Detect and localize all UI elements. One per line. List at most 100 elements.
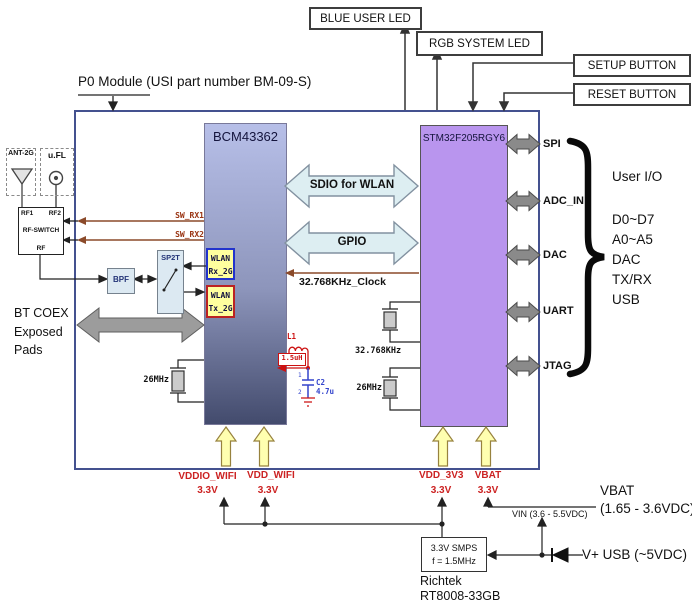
ufl-label: u.FL bbox=[48, 150, 66, 160]
stm32-title: STM32F205RGY6 bbox=[422, 133, 506, 144]
blue-user-led-label: BLUE USER LED bbox=[320, 12, 411, 25]
jtag-arrow bbox=[505, 355, 541, 377]
user-io-line5: USB bbox=[612, 292, 640, 307]
rgb-system-led-label: RGB SYSTEM LED bbox=[429, 37, 530, 50]
regulator-part-label: RT8008-33GB bbox=[420, 589, 501, 603]
adc-in-label: ADC_IN bbox=[543, 195, 584, 207]
rf-pin-label: RF bbox=[36, 245, 46, 252]
vddio-wifi-voltage: 3.3V bbox=[197, 485, 218, 496]
blue-user-led-wire bbox=[399, 22, 411, 110]
rf-switch-box: RF1 RF2 RF-SWITCH RF bbox=[18, 207, 64, 255]
mcu-32khz-label: 32.768KHz bbox=[355, 346, 402, 356]
bt-coex-arrow bbox=[76, 306, 205, 344]
ant-2g-box: ANT-2G bbox=[6, 148, 36, 196]
adc-in-arrow bbox=[505, 190, 541, 212]
user-io-list: D0~D7 A0~A5 DAC TX/RX USB bbox=[612, 210, 654, 310]
wlan-tx-line2: Tx_2G bbox=[208, 304, 233, 313]
mcu-32khz-crystal bbox=[382, 301, 420, 343]
gpio-bus-label: GPIO bbox=[337, 236, 367, 248]
user-io-line1: D0~D7 bbox=[612, 212, 655, 227]
setup-button-label: SETUP BUTTON bbox=[587, 59, 677, 72]
vbat-range-label: (1.65 - 3.6VDC) bbox=[600, 501, 692, 516]
bcm43362-title: BCM43362 bbox=[212, 129, 279, 144]
c2-label: C2 bbox=[316, 378, 326, 387]
vddio-wifi-label: VDDIO_WIFI bbox=[178, 471, 237, 482]
c2-pin2-label: 2 bbox=[298, 389, 302, 396]
jtag-label: JTAG bbox=[543, 360, 572, 372]
rf-to-bpf-wire bbox=[39, 253, 109, 284]
vdd-wifi-voltage: 3.3V bbox=[257, 485, 279, 496]
sw-rx2-label: SW_RX2 bbox=[175, 230, 204, 239]
wifi-26mhz-crystal bbox=[170, 359, 204, 403]
smps-box: 3.3V SMPS f = 1.5MHz bbox=[421, 537, 487, 572]
wlan-rx-line1: WLAN bbox=[210, 254, 231, 263]
bpf-box: BPF bbox=[107, 268, 135, 294]
regulator-brand-label: Richtek bbox=[420, 574, 462, 588]
sw-rx1-label: SW_RX1 bbox=[175, 211, 204, 220]
dac-label: DAC bbox=[543, 249, 567, 261]
ufl-box: u.FL bbox=[40, 148, 74, 196]
vdd-wifi-arrow bbox=[252, 425, 276, 467]
bt-coex-label: BT COEX Exposed Pads bbox=[14, 304, 69, 360]
sp2t-to-wlan-tx-wire bbox=[182, 287, 206, 297]
gpio-bus-arrow bbox=[283, 220, 420, 266]
wifi-26mhz-label: 26MHz bbox=[143, 375, 169, 385]
diagram-title: P0 Module (USI part number BM-09-S) bbox=[78, 74, 312, 89]
ant-2g-label: ANT-2G bbox=[8, 150, 34, 157]
stm32-block: STM32F205RGY6 bbox=[420, 125, 508, 427]
user-io-title: User I/O bbox=[612, 169, 663, 184]
uart-arrow bbox=[505, 301, 541, 323]
vdd-3v3-arrow bbox=[431, 425, 455, 467]
smps-line1: 3.3V SMPS bbox=[430, 543, 478, 553]
rf2-pin-label: RF2 bbox=[48, 210, 61, 217]
spi-label: SPI bbox=[543, 138, 561, 150]
vbat-label: VBAT bbox=[474, 470, 502, 481]
l1-value-label: 1.5uH bbox=[278, 353, 306, 366]
p0-module-outline bbox=[74, 110, 540, 470]
capacitor-c2-icon bbox=[302, 368, 314, 398]
diode-icon bbox=[551, 547, 569, 563]
mcu-26mhz-crystal bbox=[382, 367, 420, 411]
user-io-line3: DAC bbox=[612, 252, 641, 267]
ground-icon bbox=[301, 397, 315, 407]
spi-arrow bbox=[505, 133, 541, 155]
blue-user-led-box: BLUE USER LED bbox=[309, 7, 422, 30]
sp2t-switch-icon bbox=[162, 268, 178, 292]
sdio-bus-label: SDIO for WLAN bbox=[309, 179, 395, 191]
user-io-line2: A0~A5 bbox=[612, 232, 653, 247]
uart-label: UART bbox=[543, 305, 574, 317]
sdio-bus-arrow bbox=[283, 163, 420, 209]
inductor-l1-icon bbox=[277, 346, 310, 372]
sp2t-to-wlan-rx-wire bbox=[181, 261, 206, 271]
vdd-3v3-voltage: 3.3V bbox=[430, 485, 452, 496]
sw-rx2-wire bbox=[62, 236, 204, 244]
wlan-rx-line2: Rx_2G bbox=[208, 267, 233, 276]
reset-button-label: RESET BUTTON bbox=[587, 88, 677, 101]
power-routing-wires bbox=[219, 496, 596, 560]
vbat-arrow bbox=[474, 425, 498, 467]
bpf-to-sp2t-wire bbox=[132, 274, 158, 284]
bt-coex-line1: BT COEX bbox=[14, 306, 69, 320]
clock-wire bbox=[285, 269, 419, 277]
vusb-label: V+ USB (~5VDC) bbox=[582, 547, 688, 562]
vddio-wifi-arrow bbox=[214, 425, 238, 467]
wlan-tx-line1: WLAN bbox=[210, 291, 231, 300]
setup-button-box: SETUP BUTTON bbox=[573, 54, 691, 77]
dac-arrow bbox=[505, 244, 541, 266]
rf1-pin-label: RF1 bbox=[21, 210, 34, 217]
wlan-rx-box: WLAN Rx_2G bbox=[206, 248, 235, 280]
mcu-26mhz-label: 26MHz bbox=[356, 383, 382, 393]
user-io-line4: TX/RX bbox=[612, 272, 652, 287]
l1-label: L1 bbox=[287, 332, 297, 341]
title-pointer bbox=[78, 94, 150, 112]
c2-value-label: 4.7u bbox=[316, 387, 335, 396]
bpf-label: BPF bbox=[113, 275, 129, 284]
setup-button-wire bbox=[467, 62, 573, 112]
vbat-ext-label: VBAT bbox=[600, 483, 635, 498]
c2-pin1-label: 1 bbox=[298, 372, 302, 379]
vdd-3v3-label: VDD_3V3 bbox=[419, 470, 464, 481]
rf-switch-label: RF-SWITCH bbox=[22, 227, 60, 234]
sp2t-label: SP2T bbox=[161, 253, 180, 262]
